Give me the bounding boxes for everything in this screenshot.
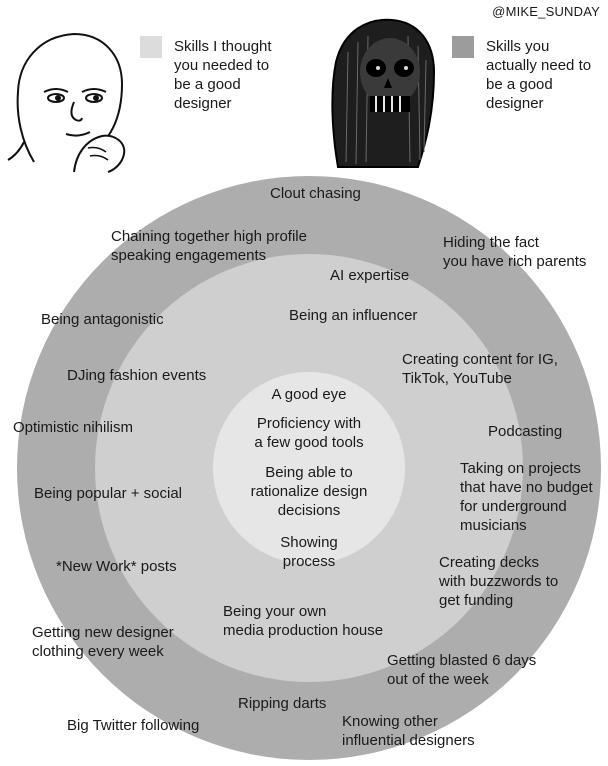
- legend-label-thought: Skills I thought you needed to be a good…: [174, 38, 272, 112]
- label-being-influencer: Being an influencer: [289, 307, 418, 324]
- label-ai-expertise: AI expertise: [330, 267, 410, 284]
- label-clout-chasing: Clout chasing: [270, 185, 361, 202]
- label-twitter-following: Big Twitter following: [67, 717, 200, 734]
- legend-label-actual: Skills you actually need to be a good de…: [486, 38, 592, 112]
- label-creating-content: Creating content for IG,TikTok, YouTube: [402, 351, 558, 387]
- label-being-popular: Being popular + social: [34, 485, 183, 502]
- label-being-antagonistic: Being antagonistic: [41, 311, 164, 328]
- label-optimistic-nihilism: Optimistic nihilism: [13, 419, 134, 436]
- skull-face-illustration: [331, 18, 436, 168]
- author-credit: @MIKE_SUNDAY: [492, 4, 600, 19]
- label-podcasting: Podcasting: [488, 423, 563, 440]
- legend-swatch-thought: [140, 36, 162, 58]
- legend-swatch-actual: [452, 36, 474, 58]
- label-ripping-darts: Ripping darts: [238, 695, 327, 712]
- label-good-eye: A good eye: [271, 386, 347, 403]
- label-djing-fashion: DJing fashion events: [67, 367, 207, 384]
- inner-circle-thought-skills: [213, 372, 405, 564]
- wojak-face-illustration: [7, 32, 126, 173]
- label-new-work-posts: *New Work* posts: [56, 558, 177, 575]
